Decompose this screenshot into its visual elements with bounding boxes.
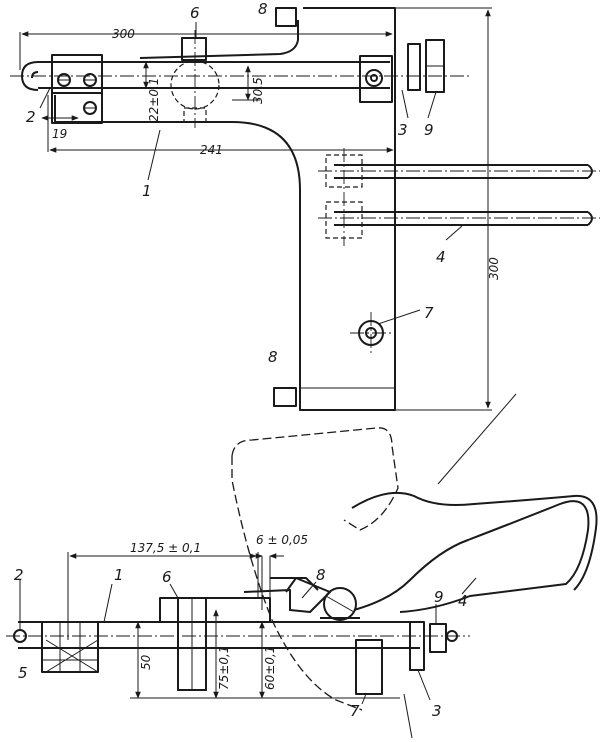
- nut-9-a: [407, 43, 421, 91]
- side-washer-3: [409, 621, 425, 671]
- callout-top-8b: 8: [268, 348, 278, 366]
- dim-241: 241: [200, 143, 223, 157]
- callout-top-9: 9: [424, 121, 434, 139]
- bracket-3-screw: [365, 69, 383, 87]
- side-rod-4-inner: [351, 491, 598, 591]
- frame-plate: [54, 7, 396, 411]
- side-view: 137,5 ± 0,1 6 ± 0,05 50 75±0,1 60±0,1 1 …: [6, 393, 598, 739]
- side-pivot: [323, 587, 357, 621]
- stop-8-top-wire: [139, 20, 299, 59]
- top-view: 300 300 241 19 22±0,1 30,5 1 2 3 4 6 7 8: [10, 0, 600, 411]
- side-rod-4: [353, 500, 590, 613]
- stop-8-bottom: [273, 387, 297, 407]
- side-post-7: [355, 639, 383, 695]
- callout-top-7: 7: [424, 304, 434, 322]
- callout-top-6: 6: [190, 4, 200, 22]
- callout-side-7: 7: [350, 702, 360, 720]
- dim-60: 60±0,1: [263, 646, 277, 690]
- dim-137-5: 137,5 ± 0,1: [130, 541, 201, 555]
- callout-top-4: 4: [436, 248, 446, 266]
- side-main-body: [159, 597, 271, 623]
- side-nut-9: [429, 623, 447, 653]
- rod-4-upper-end: [587, 164, 593, 179]
- callout-side-3: 3: [432, 702, 442, 720]
- dim-19: 19: [52, 127, 67, 141]
- side-rail-1: [18, 621, 420, 649]
- stop-8-top: [275, 7, 297, 27]
- left-block-lower: [51, 92, 103, 124]
- dim-75: 75±0,1: [217, 646, 231, 690]
- callout-side-8: 8: [316, 566, 326, 584]
- dim-22-tolerance: 22±0,1: [147, 78, 161, 122]
- callout-top-3: 3: [398, 121, 408, 139]
- callout-top-8a: 8: [258, 0, 268, 18]
- callout-side-5: 5: [18, 664, 28, 682]
- side-lever: [270, 577, 360, 619]
- dim-50: 50: [139, 654, 153, 670]
- dim-300-horizontal: 300: [112, 27, 135, 41]
- rod-4-lower: [334, 211, 588, 226]
- dim-gap-6: 6 ± 0,05: [256, 533, 308, 547]
- callout-side-9: 9: [434, 588, 444, 606]
- callout-side-2: 2: [14, 566, 24, 584]
- rod-4-upper: [334, 164, 588, 179]
- callout-top-2: 2: [26, 108, 36, 126]
- callout-top-1: 1: [142, 182, 152, 200]
- bracket-3: [359, 55, 393, 103]
- dim-30-5: 30,5: [251, 77, 265, 104]
- clamp-6-top: [181, 37, 207, 61]
- plate-swung-outline: [231, 427, 399, 711]
- callout-side-4: 4: [458, 592, 468, 610]
- dim-300-vertical: 300: [487, 257, 501, 280]
- rod-4-lower-end: [587, 211, 593, 226]
- block-5: [41, 621, 99, 673]
- callout-side-1: 1: [114, 566, 124, 584]
- callout-side-6: 6: [162, 568, 172, 586]
